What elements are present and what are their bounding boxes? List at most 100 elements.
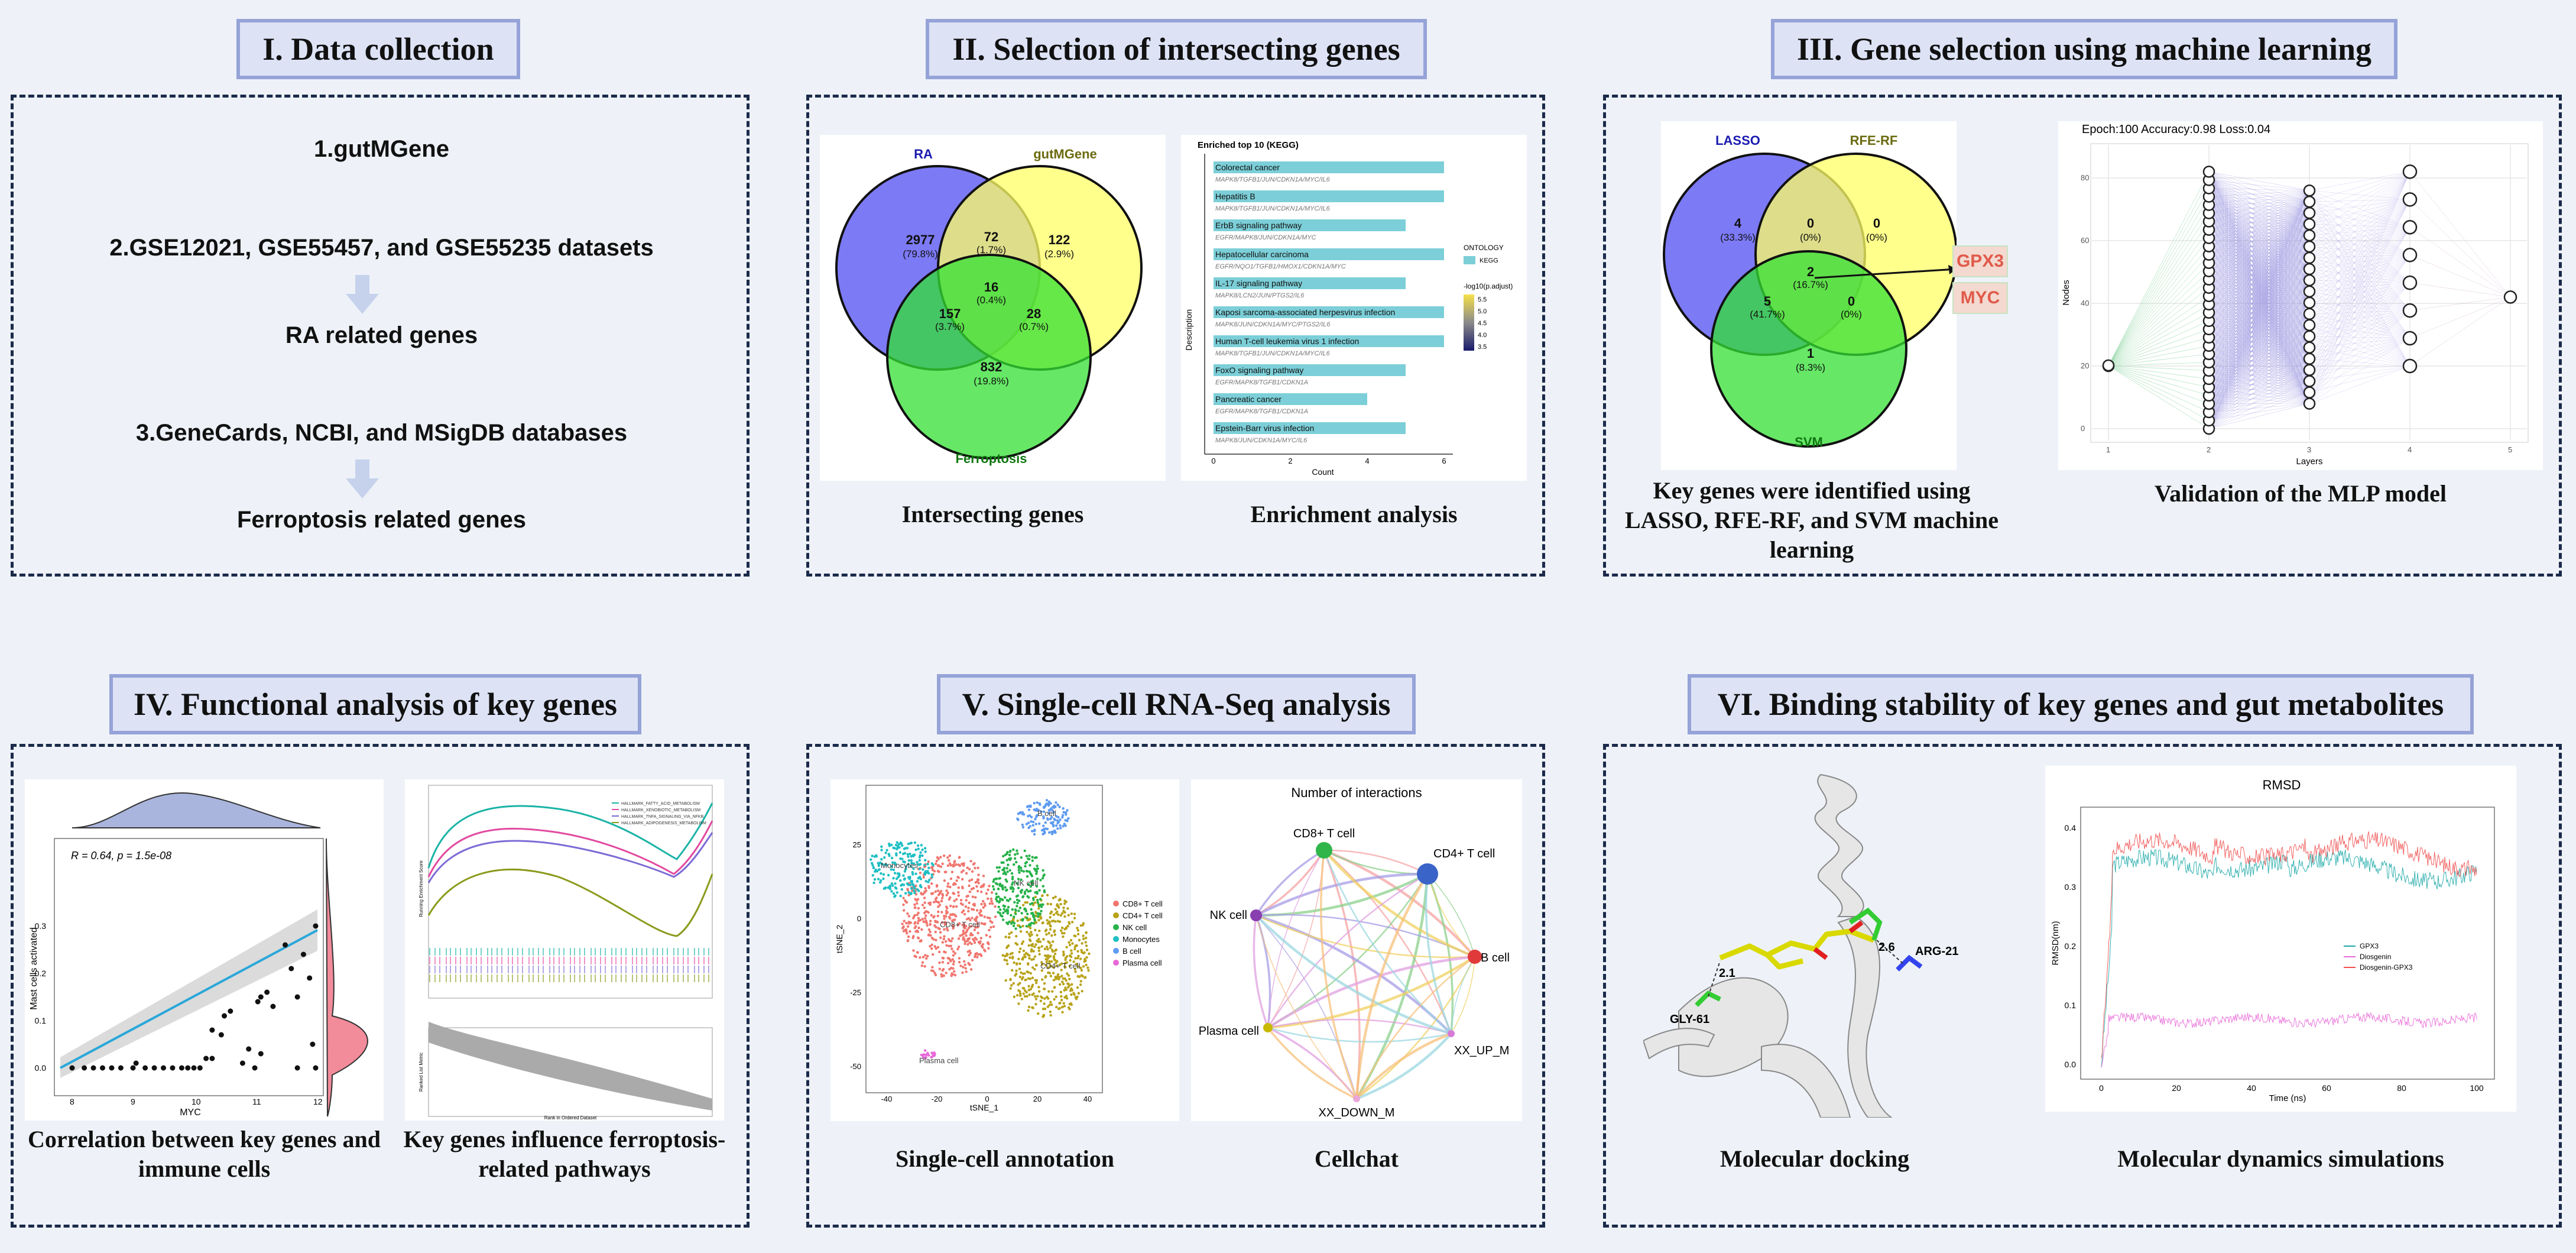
correlation-point [161, 1065, 166, 1071]
tsne-cell-point [1065, 955, 1069, 958]
tsne-cell-point [1045, 799, 1049, 802]
tsne-cell-point [1019, 992, 1022, 995]
tsne-cell-point [1016, 901, 1019, 905]
cellchat-edge [1255, 849, 1325, 916]
cellchat-node-label: XX_DOWN_M [1319, 1106, 1395, 1119]
tsne-cell-point [973, 902, 976, 905]
tsne-cell-point [916, 860, 919, 864]
tsne-cell-point [1049, 902, 1053, 906]
tsne-cell-point [907, 859, 911, 862]
tsne-cell-point [1026, 918, 1029, 922]
rmsd-xtick: 80 [2397, 1083, 2406, 1093]
tsne-cell-point [1062, 950, 1065, 954]
ml-venn-ac-pct: (41.7%) [1750, 309, 1785, 320]
tsne-legend-dot [1113, 924, 1119, 930]
tsne-cell-point [945, 927, 949, 930]
tsne-cell-point [1086, 966, 1089, 969]
section-6-panel [1603, 744, 2562, 1228]
down-arrow-icon [346, 275, 379, 314]
correlation-point [197, 1065, 203, 1071]
tsne-cell-point [910, 854, 913, 858]
tsne-cell-point [997, 911, 1000, 914]
tsne-cell-point [1065, 946, 1068, 949]
kegg-term-label: FoxO signaling pathway [1215, 365, 1303, 375]
tsne-cell-point [931, 869, 935, 872]
tsne-cell-point [930, 943, 933, 947]
tsne-cell-point [1066, 925, 1069, 928]
tsne-cell-point [1016, 943, 1019, 946]
kegg-term-label: ErbB signaling pathway [1215, 221, 1302, 230]
tsne-cell-point [914, 930, 917, 933]
tsne-cell-point [927, 880, 930, 883]
tsne-cell-point [1031, 976, 1034, 979]
tsne-cell-point [958, 865, 962, 867]
tsne-cell-point [1018, 871, 1021, 874]
tsne-cell-point [990, 899, 993, 903]
cellchat-edge [1323, 849, 1428, 875]
tsne-cell-point [896, 891, 898, 894]
tsne-cell-point [970, 942, 973, 946]
tsne-cell-point [1029, 918, 1031, 921]
tsne-cell-point [943, 879, 946, 882]
tsne-legend-dot [1113, 936, 1119, 942]
tsne-cell-point [963, 912, 966, 916]
tsne-cell-point [926, 1051, 929, 1055]
tsne-cell-point [1027, 808, 1031, 811]
tsne-cell-point [930, 969, 933, 972]
tsne-cell-point [1003, 958, 1006, 961]
tsne-cell-point [871, 863, 874, 867]
tsne-cell-point [901, 844, 904, 847]
tsne-cluster-label: B cell [1037, 809, 1056, 818]
tsne-cell-point [906, 932, 909, 935]
tsne-cell-point [949, 885, 952, 889]
tsne-cell-point [902, 909, 906, 912]
tsne-cell-point [927, 928, 931, 931]
tsne-cell-point [956, 924, 960, 927]
cellchat-node-label: CD4+ T cell [1433, 847, 1495, 860]
tsne-cell-point [1004, 889, 1008, 892]
tsne-cell-point [883, 887, 886, 890]
tsne-cell-point [1044, 964, 1047, 967]
mlp-xlabel: Layers [2296, 456, 2322, 467]
tsne-cell-point [1032, 992, 1035, 995]
tsne-cell-point [1062, 953, 1065, 956]
tsne-cell-point [903, 919, 906, 922]
tsne-cell-point [902, 883, 906, 886]
tsne-cell-point [1060, 999, 1063, 1002]
tsne-cell-point [1005, 921, 1008, 924]
tsne-cell-point [921, 854, 924, 857]
tsne-cell-point [1007, 899, 1010, 902]
tsne-cell-point [953, 973, 957, 977]
tsne-cell-point [1062, 824, 1065, 828]
tsne-cell-point [929, 945, 932, 948]
tsne-cell-point [1058, 805, 1061, 808]
tsne-cell-point [1036, 865, 1039, 867]
tsne-cell-point [921, 904, 924, 906]
tsne-cell-point [1067, 817, 1070, 820]
tsne-cell-point [1009, 987, 1012, 990]
tsne-cell-point [1040, 909, 1043, 912]
tsne-cell-point [1007, 863, 1010, 866]
tsne-cell-point [883, 863, 886, 866]
tsne-cell-point [931, 953, 935, 956]
kegg-colorbar [1464, 294, 1474, 351]
tsne-cell-point [1023, 953, 1026, 956]
tsne-cell-point [1076, 965, 1079, 968]
kegg-colorbar-tick: 4.5 [1478, 320, 1487, 327]
tsne-cell-point [1033, 828, 1036, 831]
tsne-cell-point [968, 941, 971, 944]
kegg-term-label: Colorectal cancer [1215, 163, 1280, 172]
tsne-cell-point [1059, 990, 1063, 993]
tsne-cell-point [979, 909, 982, 913]
tsne-cell-point [919, 940, 922, 943]
tsne-cell-point [1021, 918, 1024, 921]
tsne-cell-point [1037, 938, 1040, 941]
tsne-cell-point [1037, 940, 1040, 943]
tsne-cell-point [974, 952, 977, 956]
tsne-cell-point [961, 933, 964, 937]
tsne-cell-point [1076, 975, 1080, 978]
caption-enrichment: Enrichment analysis [1250, 501, 1458, 527]
tsne-cell-point [967, 906, 970, 909]
kegg-legend-title: ONTOLOGY [1464, 244, 1504, 252]
tsne-cell-point [1035, 964, 1038, 967]
